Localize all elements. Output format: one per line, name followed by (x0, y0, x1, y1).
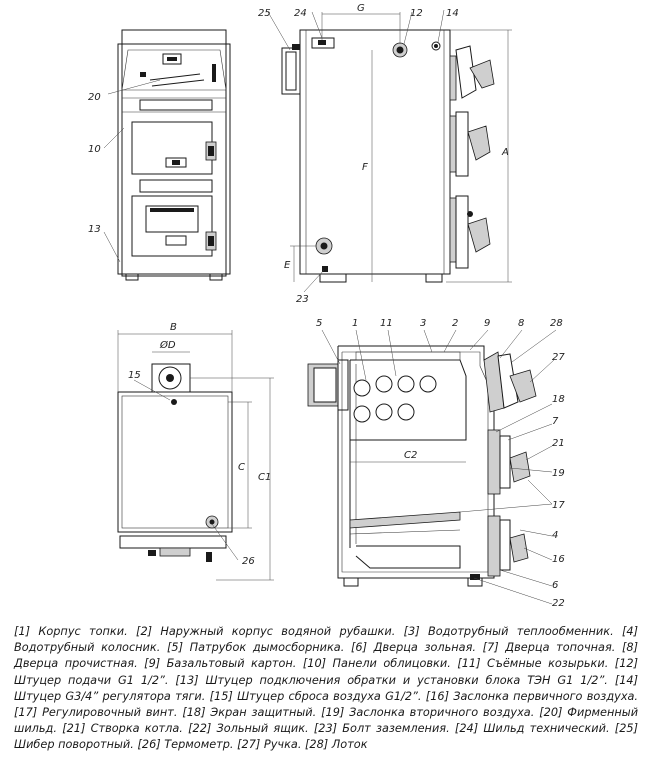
legend-item: [25] Шибер поворотный. (14, 722, 638, 752)
callout-9: 9 (484, 318, 490, 329)
callout-11: 11 (380, 318, 393, 329)
callout-12: 12 (410, 8, 423, 19)
legend-item: [1] Корпус топки. (14, 625, 128, 638)
dim-phiD: ØD (159, 339, 176, 351)
legend-item: [4] Водотрубный колосник. (14, 625, 639, 655)
legend-item: [20] Фирменный шильд. (14, 706, 639, 736)
legend-item: [19] Заслонка вторичного воздуха. (321, 706, 535, 720)
legend-item: [23] Болт заземления. (313, 722, 450, 736)
dim-B: B (170, 322, 177, 333)
legend-item: [26] Термометр. (137, 738, 234, 752)
legend-item: [18] Экран защитный. (182, 706, 317, 720)
dim-C1: C1 (258, 472, 271, 483)
callout-27: 27 (552, 352, 565, 363)
legend-item: [8] Дверца прочистная. (14, 641, 639, 671)
callout-6: 6 (552, 580, 558, 591)
legend-item: [27] Ручка. (237, 738, 302, 752)
boiler-technical-drawing: 20 10 13 (88, 3, 565, 609)
legend-item: [7] Дверца топочная. (482, 641, 616, 655)
dim-G: G (357, 3, 365, 14)
callout-2: 2 (452, 318, 458, 329)
legend-item: [5] Патрубок дымосборника. (166, 641, 345, 655)
callout-24: 24 (294, 8, 307, 19)
legend-item: [15] Штуцер сброса воздуха G1/2”. (209, 689, 422, 703)
legend-item: [12] Штуцер подачи G1 1/2”. (14, 657, 638, 687)
legend-item: [28] Лоток (305, 738, 368, 752)
legend-item: [13] Штуцер подключения обратки и устано… (175, 673, 608, 687)
side-view: G A F E 25 24 12 14 23 (258, 3, 512, 305)
callout-13: 13 (88, 224, 101, 235)
legend-item: [24] Шильд технический. (454, 722, 610, 736)
dim-A: A (501, 147, 509, 158)
callout-1: 1 (352, 318, 358, 329)
legend-item: [14] Штуцер G3/4” регулятора тяги. (14, 673, 639, 703)
dim-C: C (238, 462, 245, 473)
legend-item: [9] Базальтовый картон. (144, 657, 297, 671)
callout-26: 26 (242, 556, 255, 567)
legend-item: [10] Панели облицовки. (302, 657, 451, 671)
callout-10: 10 (88, 144, 101, 155)
callout-3: 3 (420, 318, 426, 329)
callout-5: 5 (316, 318, 322, 329)
callout-22: 22 (552, 598, 565, 609)
legend-item: [16] Заслонка первичного воздуха. (425, 689, 639, 703)
callout-7: 7 (552, 416, 559, 427)
top-view: B ØD C C1 15 26 (117, 322, 274, 581)
legend-item: [17] Регулировочный винт. (14, 706, 178, 720)
legend-item: [21] Створка котла. (62, 722, 183, 736)
callout-15: 15 (128, 370, 141, 381)
callout-18: 18 (552, 394, 565, 405)
callout-4: 4 (552, 530, 558, 541)
dim-E: E (284, 260, 291, 271)
callout-16: 16 (552, 554, 565, 565)
legend-item: [6] Дверца зольная. (350, 641, 476, 655)
legend-item: [11] Съёмные козырьки. (457, 657, 609, 671)
legend-item: [2] Наружный корпус водяной рубашки. (136, 625, 396, 638)
callout-23: 23 (296, 294, 309, 305)
front-view: 20 10 13 (88, 29, 231, 281)
callout-19: 19 (552, 468, 565, 479)
callout-28: 28 (550, 318, 563, 329)
callout-17: 17 (552, 500, 565, 511)
callout-21: 21 (552, 438, 565, 449)
legend-item: [3] Водотрубный теплообменник. (403, 625, 614, 638)
callout-14: 14 (446, 8, 459, 19)
section-view: C2 5 1 11 3 (307, 318, 565, 609)
callout-25: 25 (258, 8, 271, 19)
callout-8: 8 (518, 318, 524, 329)
parts-legend: [1] Корпус топки. [2] Наружный корпус во… (14, 624, 638, 754)
callout-20: 20 (88, 92, 101, 103)
legend-item: [22] Зольный ящик. (188, 722, 309, 736)
dim-F: F (362, 162, 368, 173)
dim-C2: C2 (404, 450, 417, 461)
